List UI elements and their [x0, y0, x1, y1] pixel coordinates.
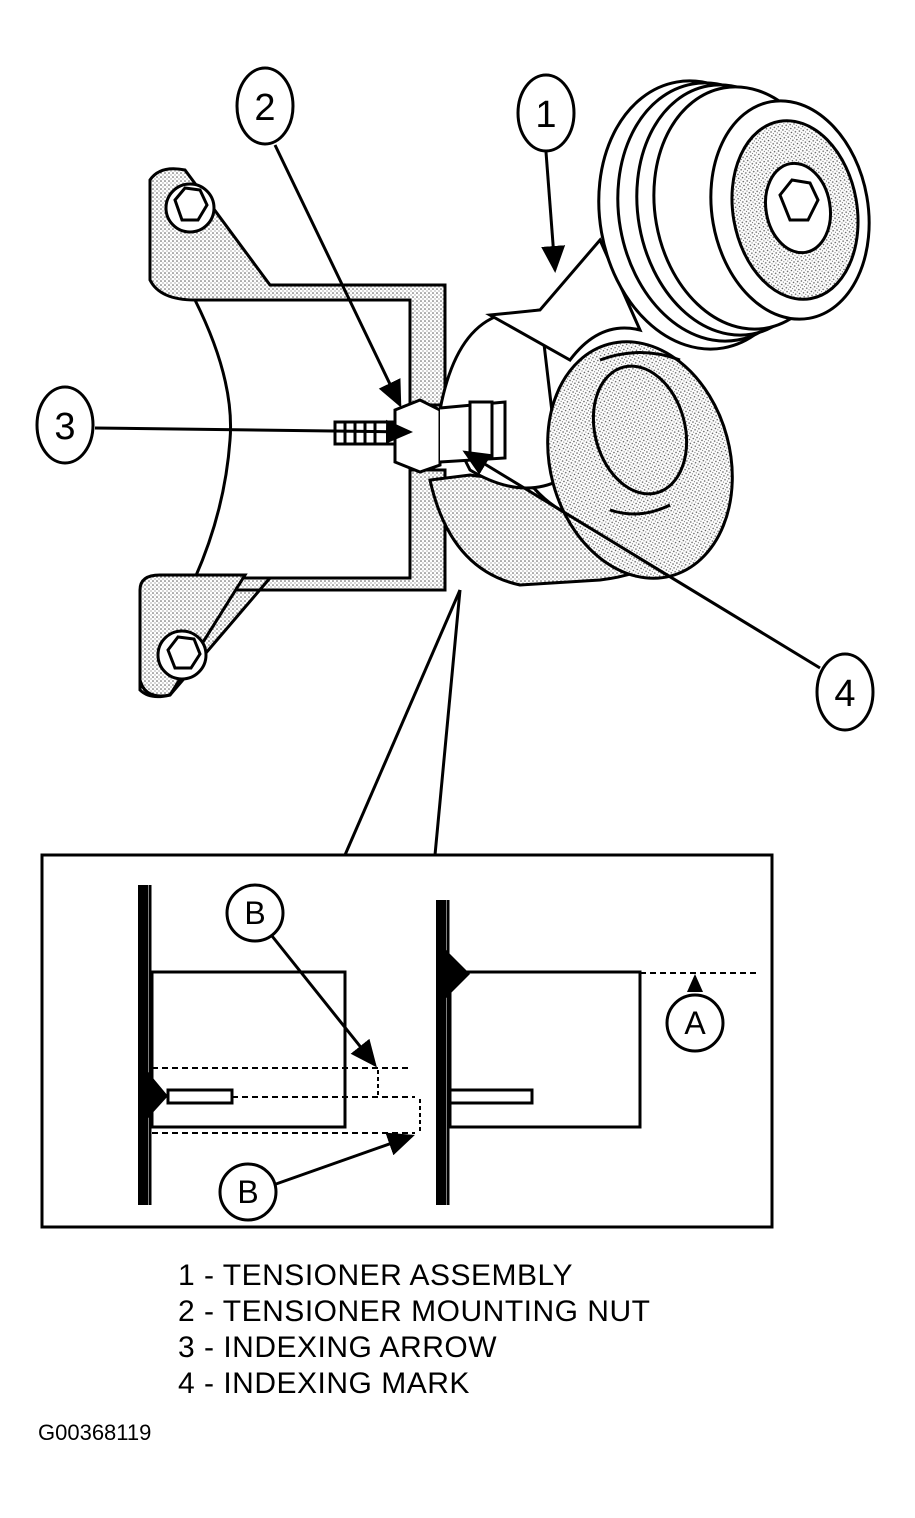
callout-b-lower: B	[218, 1132, 415, 1222]
zoom-leaders	[343, 589, 462, 856]
legend-item-3: 3 - INDEXING ARROW	[178, 1331, 498, 1364]
legend-item-4: 4 - INDEXING MARK	[178, 1367, 470, 1400]
indexing-area	[333, 398, 507, 474]
legend-item-2: 2 - TENSIONER MOUNTING NUT	[178, 1295, 651, 1328]
callout-2-label: 2	[254, 87, 275, 129]
pulley	[597, 79, 871, 351]
callout-a-label: A	[684, 1005, 706, 1041]
callout-4: 4	[462, 450, 875, 732]
lower-bolt-icon	[156, 629, 208, 681]
callout-3-label: 3	[54, 406, 75, 448]
mounting-bracket	[138, 167, 447, 699]
callout-b-lower-label: B	[237, 1174, 258, 1210]
legend: 1 - TENSIONER ASSEMBLY 2 - TENSIONER MOU…	[178, 1258, 650, 1402]
upper-bolt-icon	[164, 182, 216, 234]
callout-2: 2	[235, 66, 402, 408]
detail-left	[138, 885, 421, 1205]
figure-id: G00368119	[38, 1420, 152, 1445]
detail-right	[436, 900, 760, 1205]
callout-b-upper: B	[225, 883, 377, 1068]
callout-1: 1	[516, 73, 576, 273]
callout-1-label: 1	[535, 94, 556, 136]
callout-b-upper-label: B	[244, 895, 265, 931]
detail-inset: A B B	[40, 853, 774, 1229]
legend-item-1: 1 - TENSIONER ASSEMBLY	[178, 1259, 574, 1292]
callout-3: 3	[35, 385, 413, 465]
callout-4-label: 4	[834, 673, 855, 715]
callout-a: A	[665, 993, 725, 1053]
